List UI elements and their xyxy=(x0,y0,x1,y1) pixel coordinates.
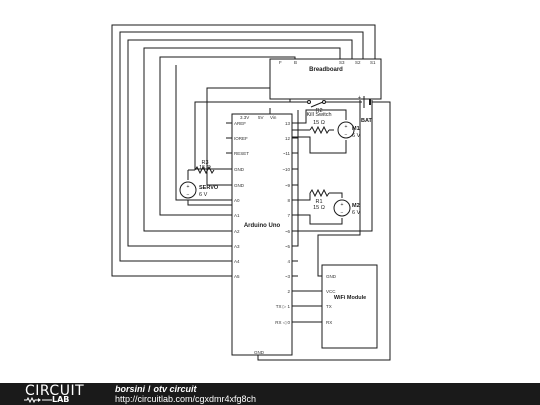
breadboard-pin-label: S3 xyxy=(339,60,345,65)
arduino-body xyxy=(231,113,293,356)
arduino-top-pin-label: 3.3V xyxy=(240,115,249,120)
breadboard-pin-label: S2 xyxy=(355,60,361,65)
wire-battery-right xyxy=(257,101,391,361)
resistor-r2-zigzag xyxy=(309,125,330,135)
svg-text:+: + xyxy=(341,202,344,208)
arduino-left-pin-label: AREF xyxy=(234,121,246,126)
kill-switch-contact-left xyxy=(307,100,311,104)
arduino-right-pin-label: RX ◁ 0 xyxy=(275,320,290,325)
footer-bar: CIRCUIT LAB borsini/otv circuit http://c… xyxy=(0,383,540,405)
servo-symbol xyxy=(179,181,197,199)
resistor-r3-zigzag xyxy=(194,165,215,175)
resistor-r2-value: 15 Ω xyxy=(313,120,325,126)
arduino-right-pin-label: ~10 xyxy=(282,167,290,172)
wire-m1-top xyxy=(292,109,347,124)
motor-m2-value: 6 V xyxy=(352,210,361,216)
resistor-r3-name: R3 xyxy=(201,160,208,166)
breadboard-pin-label: F xyxy=(279,60,282,65)
svg-text:−: − xyxy=(187,192,190,198)
resistor-r2-name: R2 xyxy=(315,108,322,114)
resistor-r1-name: R1 xyxy=(315,199,322,205)
circuitlab-logo[interactable]: CIRCUIT xyxy=(25,383,85,399)
arduino-right-pin-label: 8 xyxy=(287,198,290,203)
servo-value: 6 V xyxy=(199,192,208,198)
project-url[interactable]: http://circuitlab.com/cgxdmr4xfg8ch xyxy=(115,394,257,404)
arduino-left-pin-label: A4 xyxy=(234,259,240,264)
wifi-name: WiFi Module xyxy=(334,295,366,301)
arduino-right-pin-label: 12 xyxy=(285,136,291,141)
wire-m2-top xyxy=(329,192,343,198)
wire-a4 xyxy=(119,31,364,262)
kill-switch-blade xyxy=(310,101,324,108)
arduino-right-pin-label: ~5 xyxy=(285,244,291,249)
arduino-right-pin-label: 7 xyxy=(287,213,290,218)
arduino-left-pin-label: A1 xyxy=(234,213,240,218)
motor-m2-symbol xyxy=(333,199,351,217)
battery-name: BAT xyxy=(361,118,373,124)
arduino-right-pin-label: 2 xyxy=(287,289,290,294)
breadboard-pin-label: S1 xyxy=(370,60,376,65)
servo-name: SERVO xyxy=(199,185,219,191)
resistor-r1-zigzag xyxy=(309,188,330,198)
schematic-svg: + − + − + − 3.3V 5V Vin AREF IOREF RESET GN… xyxy=(111,24,391,361)
wire-m2-bottom xyxy=(292,214,343,225)
wire-m1-bottom xyxy=(292,136,347,154)
arduino-right-pin-label: ~11 xyxy=(283,151,291,156)
resistor-r1-value: 15 Ω xyxy=(313,205,325,211)
wifi-pin-label: RX xyxy=(326,320,332,325)
svg-text:−: − xyxy=(345,132,348,138)
wire-wifi-gnd xyxy=(317,100,361,277)
kill-switch-contact-right xyxy=(322,100,326,104)
motor-m1-name: M1 xyxy=(352,126,360,132)
author-link[interactable]: borsini xyxy=(115,384,146,394)
svg-text:+: + xyxy=(187,184,190,190)
arduino-top-pin-label: 5V xyxy=(258,115,264,120)
arduino-left-pin-label: A2 xyxy=(234,229,240,234)
arduino-bottom-pin-label: GND xyxy=(254,350,265,355)
motor-m1-value: 6 V xyxy=(352,133,361,139)
wifi-pin-label: TX xyxy=(326,304,332,309)
arduino-left-pin-label: GND xyxy=(234,183,245,188)
circuitlab-logo-sub: LAB xyxy=(52,395,70,404)
wire-servo-bottom xyxy=(187,200,232,206)
project-title: borsini/otv circuit xyxy=(115,384,197,394)
breadboard-pin-label: B xyxy=(294,60,297,65)
arduino-left-pin-label: A0 xyxy=(234,198,240,203)
wire-a2 xyxy=(143,47,341,232)
wire-a0 xyxy=(175,65,232,201)
arduino-left-pin-label: RESET xyxy=(234,151,249,156)
arduino-right-pin-label: ~6 xyxy=(285,229,291,234)
wire-a5 xyxy=(111,24,376,277)
arduino-left-pin-label: A3 xyxy=(234,244,240,249)
wifi-module-box xyxy=(321,264,378,349)
resistor-r3-value: 15 Ω xyxy=(199,165,211,171)
schematic-canvas: + − + − + − 3.3V 5V Vin AREF IOREF RESET GN… xyxy=(111,24,391,361)
svg-text:+: + xyxy=(345,124,348,130)
title-separator: / xyxy=(148,384,151,394)
breadboard-name: Breadboard xyxy=(309,67,343,73)
logo-wave-icon xyxy=(24,397,52,403)
svg-text:−: − xyxy=(341,210,344,216)
arduino-right-pin-label: ~9 xyxy=(285,183,291,188)
wifi-pin-label: VCC xyxy=(326,289,336,294)
motor-m2-name: M2 xyxy=(352,203,360,209)
arduino-right-pin-label: ~3 xyxy=(285,274,291,279)
battery-plus: + xyxy=(358,95,361,101)
arduino-left-pin-label: A5 xyxy=(234,274,240,279)
arduino-name: Arduino Uno xyxy=(244,223,281,229)
breadboard-box xyxy=(269,58,382,100)
arduino-top-pin-label: Vin xyxy=(270,115,277,120)
arduino-right-pin-label: 13 xyxy=(285,121,291,126)
wire-a3 xyxy=(127,39,353,247)
arduino-right-pin-label: 4 xyxy=(287,259,290,264)
arduino-right-pin-label: TX ▷ 1 xyxy=(276,304,291,309)
kill-switch-label: Kill Switch xyxy=(306,112,331,118)
project-name-link[interactable]: otv circuit xyxy=(153,384,197,394)
wire-pin7-breadboard xyxy=(292,100,373,232)
arduino-left-pin-label: GND xyxy=(234,167,245,172)
arduino-left-pin-label: IOREF xyxy=(234,136,248,141)
wifi-pin-label: GND xyxy=(326,274,337,279)
wire-m2-r1 xyxy=(292,193,311,201)
motor-m1-symbol xyxy=(337,121,355,139)
